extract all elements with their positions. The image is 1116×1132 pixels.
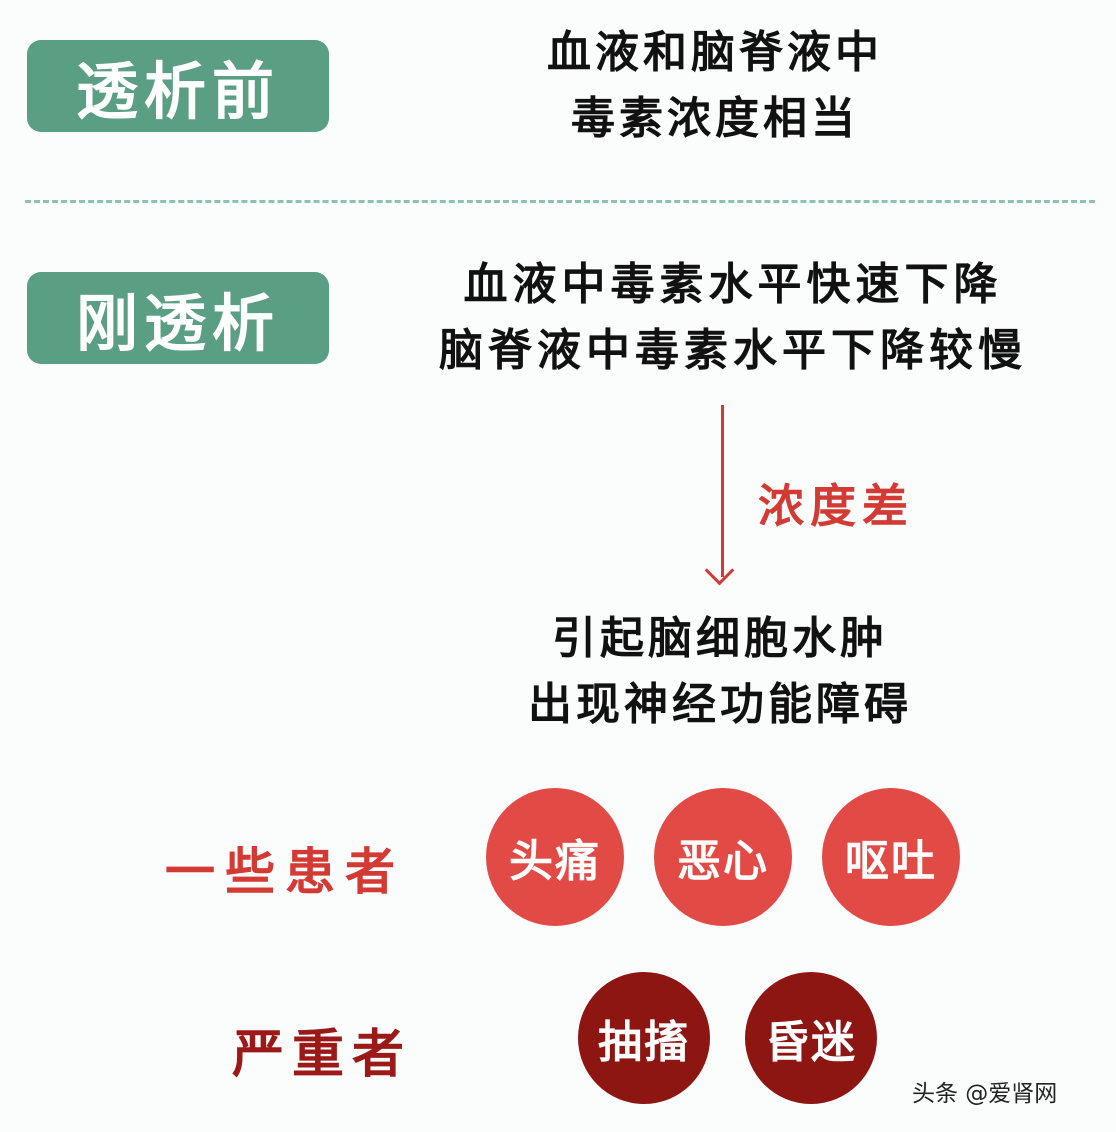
stage-just-after-line-2: 脑脊液中毒素水平下降较慢 — [439, 325, 1027, 376]
concentration-gap-label: 浓度差 — [758, 479, 914, 533]
result-text: 引起脑细胞水肿 出现神经功能障碍 — [470, 606, 970, 738]
stage-before-text: 血液和脑脊液中 毒素浓度相当 — [480, 20, 950, 152]
stage-tag-just-after: 刚透析 — [27, 272, 329, 364]
arrow-down-icon — [721, 405, 724, 577]
result-line-1: 引起脑细胞水肿 — [552, 613, 888, 664]
symptom-nausea: 恶心 — [654, 788, 792, 926]
group-label-severe: 严重者 — [232, 1025, 413, 1085]
stage-before-line-1: 血液和脑脊液中 — [547, 27, 883, 78]
group-label-some: 一些患者 — [165, 843, 405, 901]
stage-just-after-line-1: 血液中毒素水平快速下降 — [463, 259, 1003, 310]
stage-just-after-text: 血液中毒素水平快速下降 脑脊液中毒素水平下降较慢 — [370, 252, 1096, 384]
dashed-divider — [25, 200, 1095, 203]
result-line-2: 出现神经功能障碍 — [528, 679, 912, 730]
symptom-coma: 昏迷 — [745, 972, 877, 1104]
symptom-headache: 头痛 — [486, 788, 624, 926]
symptom-vomiting: 呕吐 — [822, 788, 960, 926]
watermark: 头条 @爱肾网 — [912, 1081, 1058, 1107]
stage-before-line-2: 毒素浓度相当 — [571, 93, 859, 144]
arrow-head-icon — [704, 555, 735, 586]
symptom-convulsion: 抽搐 — [578, 972, 710, 1104]
stage-tag-before: 透析前 — [27, 40, 329, 132]
